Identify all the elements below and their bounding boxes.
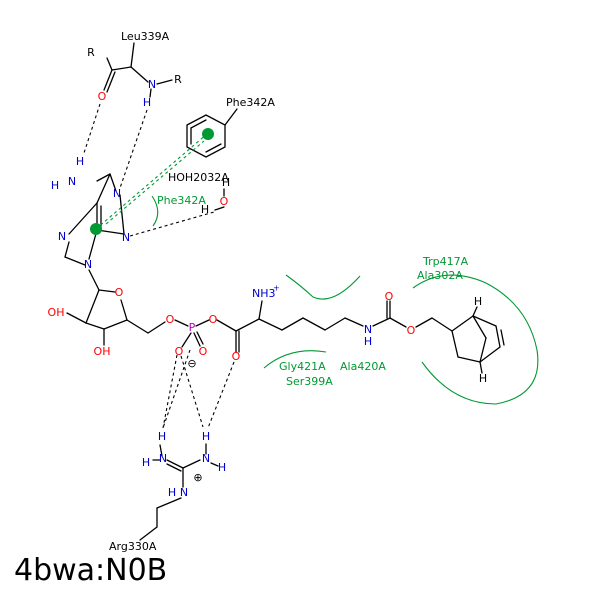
guanidine-nitrogen-label: N: [180, 486, 188, 499]
hbond-arg330-phosphate-o3: [162, 349, 191, 429]
carbamate-oxygen-label: O: [407, 324, 416, 337]
residue-label-leu339: Leu339A: [121, 30, 170, 43]
pi-stacking: [90, 128, 214, 235]
carbamate-nitrogen-label: N: [364, 323, 372, 336]
amine-hydrogen-label: H: [51, 179, 59, 192]
hydrophobic-arc-phe342: [151, 195, 159, 227]
residue-label-ala420: Ala420A: [340, 360, 386, 373]
ribose-oxygen-label: O: [115, 286, 124, 299]
hbond-arg330-carbonyl-o: [207, 361, 235, 429]
hydrophobic-arc-chain-bottom: [263, 350, 327, 369]
residue-label-phe342-contact: Phe342A: [157, 194, 206, 207]
hbond-arg330-phosphate-o2: [180, 355, 204, 428]
guanidine-nitrogen-label: N: [159, 452, 167, 465]
carbonyl-oxygen-label: O: [98, 90, 107, 103]
guanidine-hydrogen-label: H: [142, 456, 150, 469]
hbond-water-adenine-n: [129, 211, 215, 237]
residue-label-ser399: Ser399A: [286, 375, 333, 388]
guanidine-hydrogen-label: H: [158, 430, 166, 443]
ester-oxygen-label: O: [209, 313, 218, 326]
hydroxyl-label: OH: [94, 345, 111, 358]
carbonyl-oxygen-label: O: [232, 350, 241, 363]
amine-hydrogen-label: H: [76, 155, 84, 168]
amide-nitrogen-label: N: [148, 78, 156, 91]
water-hydrogen-label: H: [201, 203, 209, 216]
pi-stack-line-a: [95, 133, 208, 230]
ammonium-label: NH3: [252, 287, 276, 300]
residue-label-gly421: Gly421A: [279, 360, 326, 373]
hydrophobic-contacts: [151, 195, 539, 405]
hydrogen-bonds: [83, 103, 235, 429]
amine-nitrogen-label: N: [68, 175, 76, 188]
bridgehead-hydrogen-label: H: [474, 295, 482, 308]
residue-label-trp417: Trp417A: [422, 255, 469, 268]
r-group-label: R: [174, 73, 182, 86]
hbond-arg330-phosphate-o1: [162, 354, 178, 429]
adenine-n7-label: N: [58, 230, 66, 243]
residue-label-phe342-ring: Phe342A: [226, 96, 275, 109]
ligand-bonds: [64, 42, 505, 541]
water-hydrogen-label: H: [222, 176, 230, 189]
pdb-ligand-caption: 4bwa:N0B: [14, 553, 168, 588]
residue-label-arg330: Arg330A: [109, 540, 157, 553]
phosphate-oxygen-label: O: [175, 345, 184, 358]
guanidine-hydrogen-label: H: [202, 430, 210, 443]
ester-oxygen-label: O: [166, 313, 175, 326]
phosphate-oxygen-label: O: [199, 345, 208, 358]
adenine-n3-label: N: [122, 231, 130, 244]
residue-labels: Leu339A Phe342A HOH2032A Phe342A Trp417A…: [109, 30, 469, 553]
phosphorus-label: P: [189, 321, 196, 334]
hydrophobic-arc-bicycle: [412, 274, 539, 405]
r-group-label: R: [87, 46, 95, 59]
carbamate-carbonyl-label: O: [385, 290, 394, 303]
adenine-n9-label: N: [84, 258, 92, 271]
residue-label-ala302: Ala302A: [417, 269, 463, 282]
guanidinium-charge-label: ⊕: [193, 471, 202, 484]
carbamate-hydrogen-label: H: [364, 335, 372, 348]
bridgehead-hydrogen-label: H: [479, 372, 487, 385]
hydroxyl-label: OH: [48, 306, 65, 319]
hydrophobic-arc-chain-top: [285, 274, 361, 300]
hbond-leu339-o-adenine-h: [83, 103, 101, 154]
amide-hydrogen-label: H: [143, 96, 151, 109]
residue-label-water: HOH2032A: [168, 171, 229, 184]
ammonium-charge-label: +: [273, 284, 280, 293]
guanidine-hydrogen-label: H: [218, 461, 226, 474]
atom-labels: R R O N H H H N N N N N O OH OH O O P O …: [48, 46, 488, 499]
guanidine-hydrogen-label: H: [168, 486, 176, 499]
ring-centroid-adenine: [90, 223, 102, 235]
adenine-n1-label: N: [113, 187, 121, 200]
ring-centroid-phe342: [202, 128, 214, 140]
phosphate-charge-label: ⊖: [187, 357, 196, 370]
water-oxygen-label: O: [220, 195, 229, 208]
hbond-leu339-nh-adenine-n: [119, 109, 148, 189]
guanidine-nitrogen-label: N: [202, 452, 210, 465]
